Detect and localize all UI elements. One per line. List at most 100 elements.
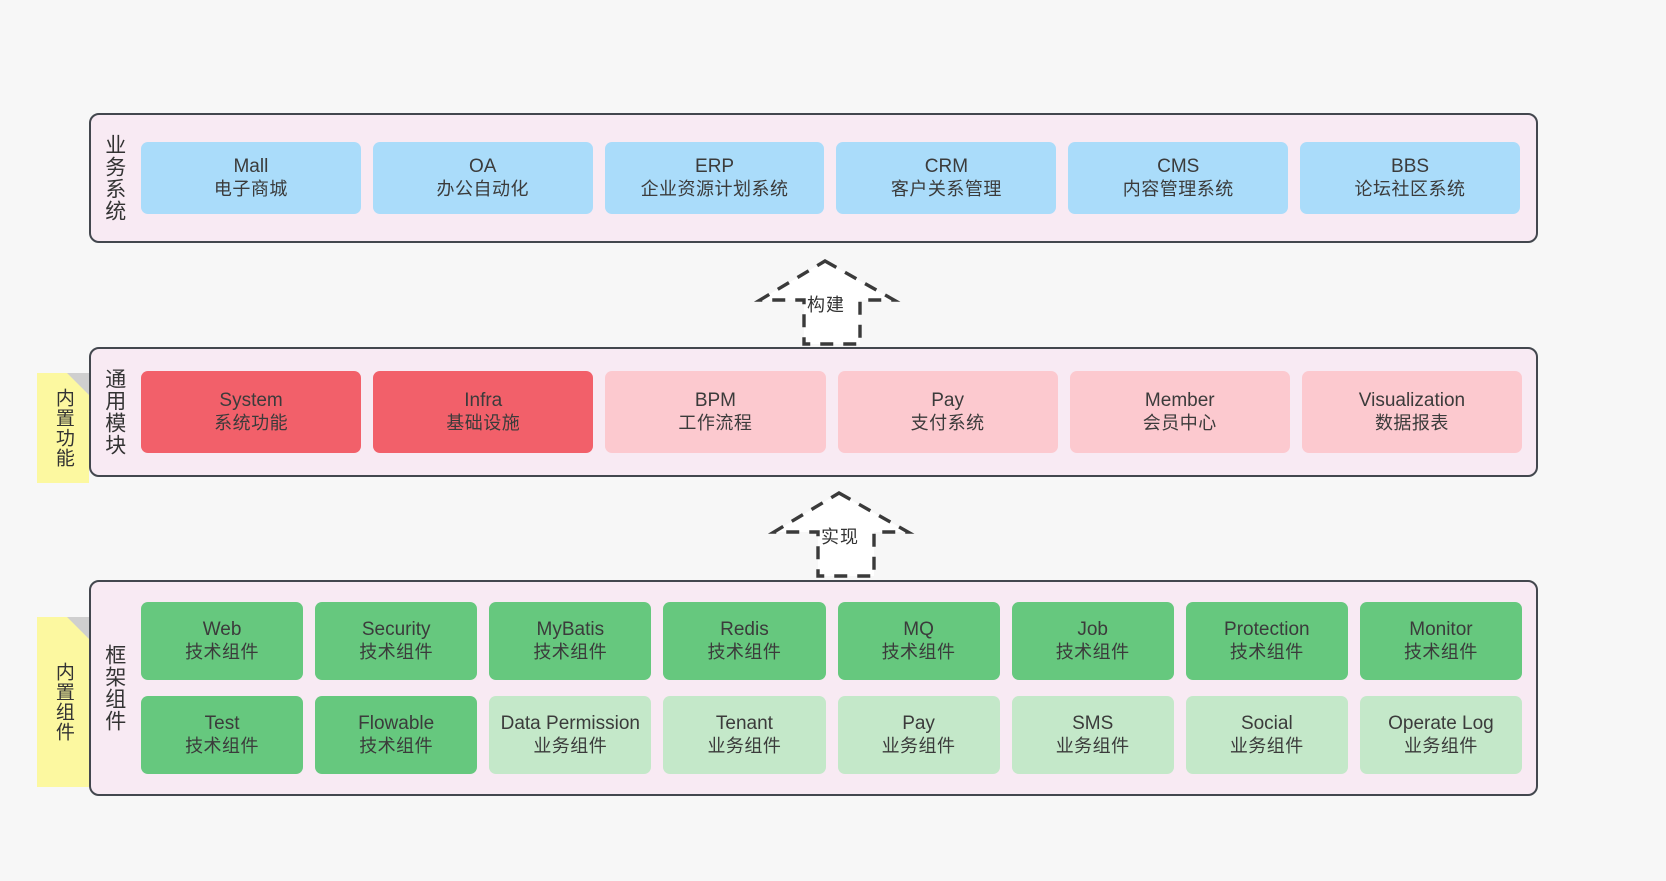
card-title-en: Infra xyxy=(464,390,503,412)
card-row: Test 技术组件 Flowable 技术组件 Data Permission … xyxy=(141,696,1522,774)
card-crm[interactable]: CRM 客户关系管理 xyxy=(836,142,1057,214)
note-built-in-features: 内置功能 xyxy=(37,373,89,483)
card-pay-business[interactable]: Pay 业务组件 xyxy=(837,696,1000,774)
card-web[interactable]: Web 技术组件 xyxy=(141,602,304,680)
card-title-en: Test xyxy=(204,713,240,735)
layer-title-business: 业务系统 xyxy=(102,134,126,222)
card-title-en: Operate Log xyxy=(1388,713,1494,735)
card-title-en: System xyxy=(219,390,283,412)
card-title-en: BBS xyxy=(1391,156,1430,178)
card-title-en: Social xyxy=(1240,713,1293,735)
card-system[interactable]: System 系统功能 xyxy=(141,371,362,453)
card-title-cn: 业务组件 xyxy=(707,735,782,756)
card-title-cn: 技术组件 xyxy=(881,641,956,662)
note-built-in-components: 内置组件 xyxy=(37,617,89,787)
card-title-cn: 技术组件 xyxy=(185,735,260,756)
card-cms[interactable]: CMS 内容管理系统 xyxy=(1068,142,1289,214)
card-infra[interactable]: Infra 基础设施 xyxy=(373,371,594,453)
card-visualization[interactable]: Visualization 数据报表 xyxy=(1301,371,1523,453)
card-title-cn: 工作流程 xyxy=(678,412,753,433)
card-title-cn: 基础设施 xyxy=(446,412,521,433)
card-title-cn: 技术组件 xyxy=(533,641,608,662)
card-title-cn: 办公自动化 xyxy=(436,178,529,199)
card-title-en: Visualization xyxy=(1358,390,1466,412)
card-title-en: BPM xyxy=(694,390,737,412)
card-title-en: Tenant xyxy=(715,713,773,735)
card-title-cn: 客户关系管理 xyxy=(890,178,1002,199)
card-title-cn: 内容管理系统 xyxy=(1122,178,1234,199)
card-title-cn: 业务组件 xyxy=(881,735,956,756)
card-tenant[interactable]: Tenant 业务组件 xyxy=(663,696,826,774)
card-title-en: Mall xyxy=(233,156,269,178)
card-social[interactable]: Social 业务组件 xyxy=(1185,696,1348,774)
card-redis[interactable]: Redis 技术组件 xyxy=(663,602,826,680)
card-sms[interactable]: SMS 业务组件 xyxy=(1011,696,1174,774)
card-bpm[interactable]: BPM 工作流程 xyxy=(605,371,826,453)
card-row: Web 技术组件 Security 技术组件 MyBatis 技术组件 Redi… xyxy=(141,602,1522,680)
card-title-en: Flowable xyxy=(358,713,435,735)
card-flowable[interactable]: Flowable 技术组件 xyxy=(315,696,478,774)
card-title-cn: 业务组件 xyxy=(1229,735,1304,756)
card-title-cn: 技术组件 xyxy=(359,641,434,662)
card-oa[interactable]: OA 办公自动化 xyxy=(372,142,593,214)
card-title-en: Pay xyxy=(931,390,964,412)
card-title-en: Security xyxy=(361,619,431,641)
layer-framework-components: 框架组件 Web 技术组件 Security 技术组件 MyBatis 技术组件… xyxy=(89,580,1538,796)
card-title-en: Member xyxy=(1144,390,1215,412)
card-mq[interactable]: MQ 技术组件 xyxy=(837,602,1000,680)
card-title-cn: 数据报表 xyxy=(1374,412,1449,433)
card-security[interactable]: Security 技术组件 xyxy=(315,602,478,680)
card-title-en: MyBatis xyxy=(536,619,605,641)
card-title-en: Web xyxy=(202,619,242,641)
card-title-en: MQ xyxy=(903,619,934,641)
layer-body-business: Mall 电子商城 OA 办公自动化 ERP 企业资源计划系统 CRM 客户关系… xyxy=(137,115,1536,241)
card-title-cn: 企业资源计划系统 xyxy=(640,178,789,199)
arrow-implement xyxy=(767,491,915,578)
card-data-permission[interactable]: Data Permission 业务组件 xyxy=(489,696,652,774)
card-bbs[interactable]: BBS 论坛社区系统 xyxy=(1300,142,1520,214)
card-title-cn: 技术组件 xyxy=(1403,641,1478,662)
card-test[interactable]: Test 技术组件 xyxy=(141,696,304,774)
card-title-cn: 业务组件 xyxy=(1403,735,1478,756)
card-title-en: Job xyxy=(1077,619,1108,641)
layer-body-modules: System 系统功能 Infra 基础设施 BPM 工作流程 Pay 支付系统… xyxy=(137,349,1536,475)
card-mall[interactable]: Mall 电子商城 xyxy=(141,142,361,214)
layer-body-frame: Web 技术组件 Security 技术组件 MyBatis 技术组件 Redi… xyxy=(137,582,1536,794)
note-fold-corner-icon xyxy=(67,373,89,395)
card-title-cn: 会员中心 xyxy=(1142,412,1217,433)
note-label: 内置组件 xyxy=(52,662,74,742)
card-erp[interactable]: ERP 企业资源计划系统 xyxy=(604,142,825,214)
card-title-en: Protection xyxy=(1224,619,1310,641)
layer-common-modules: 通用模块 System 系统功能 Infra 基础设施 BPM 工作流程 Pay… xyxy=(89,347,1538,477)
card-title-cn: 技术组件 xyxy=(185,641,260,662)
card-job[interactable]: Job 技术组件 xyxy=(1011,602,1174,680)
card-title-cn: 业务组件 xyxy=(533,735,608,756)
arrow-build xyxy=(753,259,901,346)
card-title-en: Monitor xyxy=(1409,619,1473,641)
card-title-cn: 技术组件 xyxy=(707,641,782,662)
card-member[interactable]: Member 会员中心 xyxy=(1069,371,1290,453)
card-title-en: SMS xyxy=(1072,713,1114,735)
card-title-en: CRM xyxy=(924,156,969,178)
card-title-cn: 业务组件 xyxy=(1055,735,1130,756)
layer-title-modules: 通用模块 xyxy=(102,368,126,456)
card-mybatis[interactable]: MyBatis 技术组件 xyxy=(489,602,652,680)
card-title-en: OA xyxy=(469,156,497,178)
layer-title-frame: 框架组件 xyxy=(102,644,126,732)
card-title-cn: 系统功能 xyxy=(214,412,289,433)
card-title-en: CMS xyxy=(1157,156,1200,178)
note-label: 内置功能 xyxy=(52,388,74,468)
card-title-en: ERP xyxy=(695,156,735,178)
card-operate-log[interactable]: Operate Log 业务组件 xyxy=(1359,696,1522,774)
card-title-en: Pay xyxy=(902,713,935,735)
card-row: System 系统功能 Infra 基础设施 BPM 工作流程 Pay 支付系统… xyxy=(141,371,1523,453)
card-title-cn: 技术组件 xyxy=(1229,641,1304,662)
card-title-cn: 支付系统 xyxy=(910,412,985,433)
card-protection[interactable]: Protection 技术组件 xyxy=(1185,602,1348,680)
card-monitor[interactable]: Monitor 技术组件 xyxy=(1359,602,1522,680)
card-title-cn: 技术组件 xyxy=(1055,641,1130,662)
card-title-cn: 论坛社区系统 xyxy=(1354,178,1466,199)
card-pay[interactable]: Pay 支付系统 xyxy=(837,371,1058,453)
card-title-en: Redis xyxy=(720,619,769,641)
